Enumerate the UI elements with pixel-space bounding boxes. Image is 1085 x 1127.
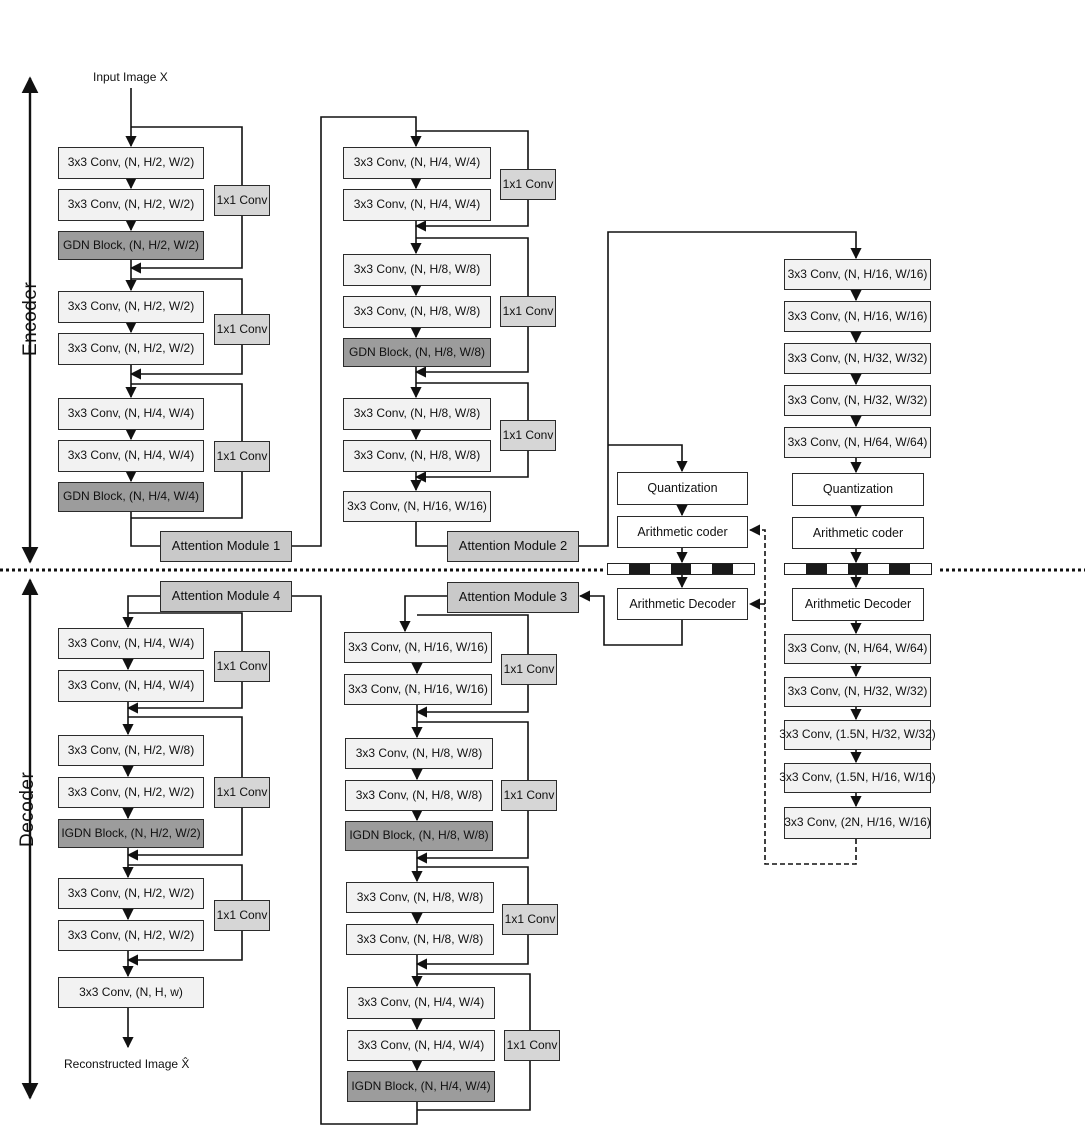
- conv-block: 3x3 Conv, (1.5N, H/16, W/16): [779, 763, 936, 793]
- conv-block: 3x3 Conv, (N, H/4, W/4): [343, 189, 491, 221]
- bitstream-strip: [784, 563, 932, 575]
- gdn-block: GDN Block, (N, H/2, W/2): [58, 231, 204, 260]
- conv-block: 3x3 Conv, (N, H/64, W/64): [784, 634, 931, 664]
- skip-conv-1x1: 1x1 Conv: [214, 441, 270, 472]
- conv-block: 3x3 Conv, (N, H/2, W/2): [58, 189, 204, 221]
- conv-block: 3x3 Conv, (N, H/4, W/4): [58, 628, 204, 659]
- conv-block: 3x3 Conv, (N, H/32, W/32): [784, 385, 931, 416]
- conv-block: 3x3 Conv, (N, H/4, W/4): [343, 147, 491, 179]
- conv-block: 3x3 Conv, (N, H/32, W/32): [784, 677, 931, 707]
- attention-module-3: Attention Module 3: [447, 582, 579, 613]
- skip-conv-1x1: 1x1 Conv: [500, 420, 556, 451]
- conv-block: 3x3 Conv, (N, H/2, W/2): [58, 777, 204, 808]
- arithmetic-coder-block: Arithmetic coder: [617, 516, 748, 548]
- conv-block: 3x3 Conv, (N, H/8, W/8): [343, 440, 491, 472]
- gdn-block: GDN Block, (N, H/4, W/4): [58, 482, 204, 512]
- conv-block: 3x3 Conv, (2N, H/16, W/16): [784, 807, 931, 839]
- input-image-label: Input Image X: [93, 70, 168, 84]
- conv-block: 3x3 Conv, (N, H/16, W/16): [344, 674, 492, 705]
- skip-conv-1x1: 1x1 Conv: [501, 654, 557, 685]
- conv-block: 3x3 Conv, (N, H/8, W/8): [345, 738, 493, 769]
- attention-module-1: Attention Module 1: [160, 531, 292, 562]
- conv-block: 3x3 Conv, (N, H/4, W/4): [347, 1030, 495, 1061]
- conv-block: 3x3 Conv, (N, H/2, W/2): [58, 920, 204, 951]
- skip-conv-1x1: 1x1 Conv: [214, 777, 270, 808]
- conv-block: 3x3 Conv, (N, H/32, W/32): [784, 343, 931, 374]
- conv-block: 3x3 Conv, (N, H/8, W/8): [346, 924, 494, 955]
- igdn-block: IGDN Block, (N, H/4, W/4): [347, 1071, 495, 1102]
- conv-block: 3x3 Conv, (N, H/2, W/2): [58, 878, 204, 909]
- skip-conv-1x1: 1x1 Conv: [500, 169, 556, 200]
- output-image-label: Reconstructed Image X̂: [64, 1057, 190, 1071]
- conv-block: 3x3 Conv, (N, H/8, W/8): [343, 254, 491, 286]
- gdn-block: GDN Block, (N, H/8, W/8): [343, 338, 491, 367]
- skip-conv-1x1: 1x1 Conv: [214, 185, 270, 216]
- arithmetic-decoder-block: Arithmetic Decoder: [792, 588, 924, 621]
- skip-conv-1x1: 1x1 Conv: [214, 314, 270, 345]
- conv-block: 3x3 Conv, (N, H/64, W/64): [784, 427, 931, 458]
- conv-block: 3x3 Conv, (N, H/16, W/16): [784, 301, 931, 332]
- attention-module-2: Attention Module 2: [447, 531, 579, 562]
- conv-block: 3x3 Conv, (N, H/4, W/4): [58, 440, 204, 472]
- conv-block: 3x3 Conv, (N, H/2, W/2): [58, 147, 204, 179]
- igdn-block: IGDN Block, (N, H/2, W/2): [58, 819, 204, 848]
- conv-block: 3x3 Conv, (1.5N, H/32, W/32): [779, 720, 936, 750]
- arithmetic-coder-block: Arithmetic coder: [792, 517, 924, 549]
- conv-block: 3x3 Conv, (N, H/16, W/16): [343, 491, 491, 522]
- skip-conv-1x1: 1x1 Conv: [501, 780, 557, 811]
- skip-conv-1x1: 1x1 Conv: [214, 651, 270, 682]
- conv-block: 3x3 Conv, (N, H/4, W/4): [347, 987, 495, 1019]
- skip-conv-1x1: 1x1 Conv: [502, 904, 558, 935]
- conv-block: 3x3 Conv, (N, H/8, W/8): [343, 296, 491, 328]
- quantization-block: Quantization: [792, 473, 924, 506]
- arithmetic-decoder-block: Arithmetic Decoder: [617, 588, 748, 620]
- igdn-block: IGDN Block, (N, H/8, W/8): [345, 821, 493, 851]
- attention-module-4: Attention Module 4: [160, 581, 292, 612]
- conv-block: 3x3 Conv, (N, H/8, W/8): [345, 780, 493, 811]
- quantization-block: Quantization: [617, 472, 748, 505]
- conv-block: 3x3 Conv, (N, H/4, W/4): [58, 398, 204, 430]
- conv-block: 3x3 Conv, (N, H/2, W/2): [58, 291, 204, 323]
- conv-block: 3x3 Conv, (N, H/16, W/16): [784, 259, 931, 290]
- skip-conv-1x1: 1x1 Conv: [504, 1030, 560, 1061]
- encoder-label: Encoder: [20, 281, 41, 356]
- decoder-label: Decoder: [17, 771, 38, 847]
- conv-block: 3x3 Conv, (N, H/16, W/16): [344, 632, 492, 663]
- conv-block: 3x3 Conv, (N, H/8, W/8): [343, 398, 491, 430]
- conv-block: 3x3 Conv, (N, H/2, W/2): [58, 333, 204, 365]
- skip-conv-1x1: 1x1 Conv: [500, 296, 556, 327]
- bitstream-strip: [607, 563, 755, 575]
- conv-block: 3x3 Conv, (N, H/2, W/8): [58, 735, 204, 766]
- skip-conv-1x1: 1x1 Conv: [214, 900, 270, 931]
- conv-block: 3x3 Conv, (N, H, w): [58, 977, 204, 1008]
- conv-block: 3x3 Conv, (N, H/8, W/8): [346, 882, 494, 913]
- conv-block: 3x3 Conv, (N, H/4, W/4): [58, 670, 204, 702]
